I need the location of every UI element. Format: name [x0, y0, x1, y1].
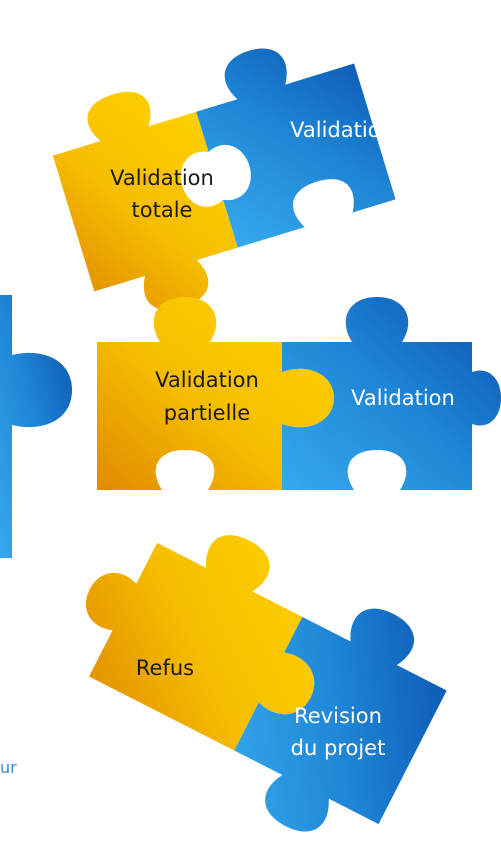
pair-3-right-label-line-1: Revision — [294, 704, 382, 728]
pair-3-left-label: Refus — [136, 656, 194, 680]
pair-1-blue-piece — [196, 48, 396, 248]
pair-3-blue-piece — [234, 608, 447, 832]
pair-1-left-label-line-1: Validation — [110, 166, 214, 190]
pair-3-yellow-piece — [85, 535, 315, 751]
pair-1 — [52, 48, 396, 310]
pair-2-left-label-line-2: partielle — [164, 401, 250, 425]
pair-2 — [97, 297, 501, 490]
pair-3 — [85, 535, 447, 832]
pair-3-right-label-line-2: du projet — [291, 736, 386, 760]
edge-blue-piece — [0, 295, 72, 558]
pair-2-yellow-piece — [97, 297, 334, 490]
pair-2-blue-piece — [282, 297, 501, 490]
cropped-text-fragment: ur — [0, 758, 17, 777]
pair-1-right-label: Validation — [290, 118, 394, 142]
pair-1-yellow-piece — [52, 91, 238, 310]
pair-1-left-label-line-2: totale — [132, 198, 193, 222]
pair-2-right-label: Validation — [351, 386, 455, 410]
pair-2-left-label-line-1: Validation — [155, 368, 259, 392]
